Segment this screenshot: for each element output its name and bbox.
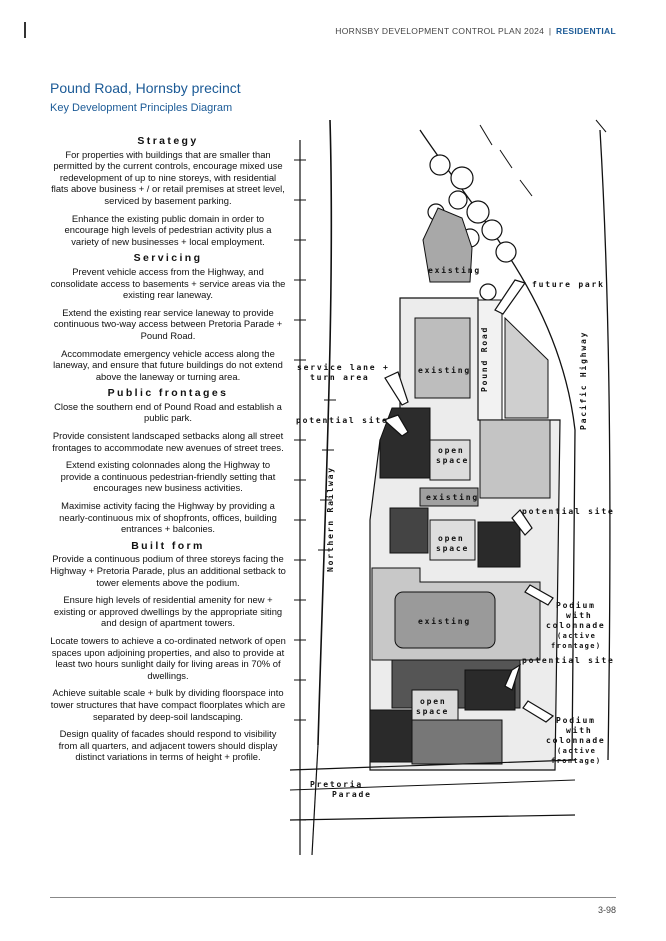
- arrow-service-lane: [384, 371, 409, 406]
- label-existing-upper: existing: [418, 365, 471, 375]
- paragraph: Enhance the existing public domain in or…: [64, 212, 272, 247]
- section-heading: Strategy: [137, 135, 199, 147]
- paragraph: Provide consistent landscaped setbacks a…: [52, 430, 284, 453]
- label-podium-1d: (active: [557, 632, 596, 640]
- running-header: HORNSBY DEVELOPMENT CONTROL PLAN 2024 | …: [335, 26, 616, 36]
- label-potential-site-1: potential site: [296, 415, 389, 425]
- railway-line: [317, 119, 333, 746]
- label-pacific-highway: Pacific Highway: [578, 331, 588, 430]
- existing-building-top: [422, 207, 473, 283]
- label-podium-1e: frontage): [551, 642, 602, 650]
- railway-ticks: [294, 159, 336, 821]
- potential-site-2-east: [477, 521, 521, 568]
- arrow-podium-2: [522, 700, 555, 723]
- highway-far-edge: [599, 129, 611, 761]
- section-public-frontages: Public frontages Close the southern end …: [50, 388, 286, 535]
- section-heading: Built form: [131, 539, 205, 552]
- paragraph: Extend existing colonnades along the Hig…: [60, 459, 276, 494]
- potential-site-2-west: [389, 507, 429, 554]
- open-space-2: [429, 519, 476, 561]
- label-podium-2b: with: [566, 725, 592, 735]
- principles-text: Strategy For properties with buildings t…: [50, 135, 286, 769]
- section-heading: Servicing: [133, 252, 203, 265]
- pound-road: [477, 299, 503, 421]
- key-development-principles-diagram: existing future park Pound Road existing…: [289, 119, 615, 856]
- section-servicing: Servicing Prevent vehicle access from th…: [50, 253, 286, 382]
- label-podium-1b: with: [566, 610, 592, 620]
- paragraph: Design quality of facades should respond…: [58, 728, 278, 763]
- label-open-space-2b: space: [436, 544, 469, 553]
- label-existing-large: existing: [418, 616, 471, 626]
- block-mid-right: [479, 419, 551, 499]
- label-potential-site-3: potential site: [522, 655, 615, 665]
- paragraph: Accommodate emergency vehicle access alo…: [53, 347, 283, 382]
- highway-ticks: [479, 119, 607, 197]
- highway-frontage-block: [504, 316, 549, 419]
- arrow-potential-3: [504, 663, 522, 691]
- page-title: Pound Road, Hornsby precinct: [50, 80, 241, 96]
- label-open-space-1a: open: [438, 446, 464, 455]
- paragraph: Close the southern end of Pound Road and…: [54, 400, 282, 424]
- label-service-lane: service lane +: [297, 362, 390, 372]
- label-potential-site-2: potential site: [522, 506, 615, 516]
- pretoria-parade-kerb: [289, 779, 576, 791]
- label-podium-1c: colonnade: [546, 621, 606, 630]
- header-doc-title: HORNSBY DEVELOPMENT CONTROL PLAN 2024: [335, 26, 545, 36]
- tower-3-east: [464, 669, 516, 711]
- label-northern-railway: Northern Railway: [325, 466, 335, 572]
- pretoria-parade-south: [289, 814, 576, 821]
- label-podium-2e: frontage): [551, 757, 602, 765]
- label-pretoria: Pretoria: [310, 779, 363, 789]
- header-separator: |: [548, 26, 552, 36]
- label-future-park: future park: [532, 280, 605, 289]
- arrow-podium-1: [524, 584, 554, 606]
- paragraph: Prevent vehicle access from the Highway,…: [50, 265, 286, 301]
- label-existing-mid: existing: [426, 492, 479, 502]
- label-open-space-3b: space: [416, 707, 449, 716]
- arrow-potential-2: [511, 509, 533, 536]
- label-podium-2d: (active: [557, 747, 596, 755]
- podium-3: [411, 719, 503, 765]
- paragraph: Achieve suitable scale + bulk by dividin…: [50, 687, 286, 722]
- label-existing-top: existing: [428, 265, 481, 275]
- arrows: [382, 279, 555, 723]
- existing-building-large: [394, 591, 496, 649]
- label-parade: Parade: [332, 790, 372, 799]
- existing-building-mid: [419, 487, 479, 507]
- header-section: RESIDENTIAL: [556, 26, 616, 36]
- paragraph: Maximise activity facing the Highway by …: [59, 500, 277, 535]
- label-podium-2a: Podium: [556, 715, 596, 725]
- arrow-future-park: [494, 279, 526, 315]
- paragraph: Locate towers to achieve a co-ordinated …: [50, 634, 286, 681]
- label-open-space-2a: open: [438, 534, 464, 543]
- section-strategy: Strategy For properties with buildings t…: [50, 135, 286, 247]
- label-open-space-3a: open: [420, 697, 446, 706]
- paragraph: Provide a continuous podium of three sto…: [50, 553, 286, 588]
- page-subtitle: Key Development Principles Diagram: [50, 102, 233, 114]
- paragraph: Ensure high levels of residential amenit…: [53, 594, 283, 629]
- section-built-form: Built form Provide a continuous podium o…: [50, 539, 286, 763]
- pretoria-parade-north: [289, 759, 576, 771]
- label-pound-road: Pound Road: [480, 326, 489, 392]
- tower-3-west: [369, 709, 413, 763]
- header-margin-bar: [24, 22, 26, 38]
- railway-line-lower: [311, 744, 319, 856]
- label-open-space-1b: space: [436, 456, 469, 465]
- footer-rule: [50, 897, 616, 898]
- section-heading: Public frontages: [107, 387, 229, 400]
- existing-building-upper: [414, 317, 471, 399]
- label-turn-area: turn area: [310, 373, 370, 382]
- paragraph: Extend the existing rear service laneway…: [53, 306, 283, 341]
- paragraph: For properties with buildings that are s…: [51, 148, 285, 206]
- label-podium-2c: colonnade: [546, 736, 606, 745]
- label-podium-1a: Podium: [556, 600, 596, 610]
- open-space-1: [429, 439, 471, 481]
- page-number: 3-98: [597, 905, 616, 915]
- arrow-potential-1: [382, 414, 409, 437]
